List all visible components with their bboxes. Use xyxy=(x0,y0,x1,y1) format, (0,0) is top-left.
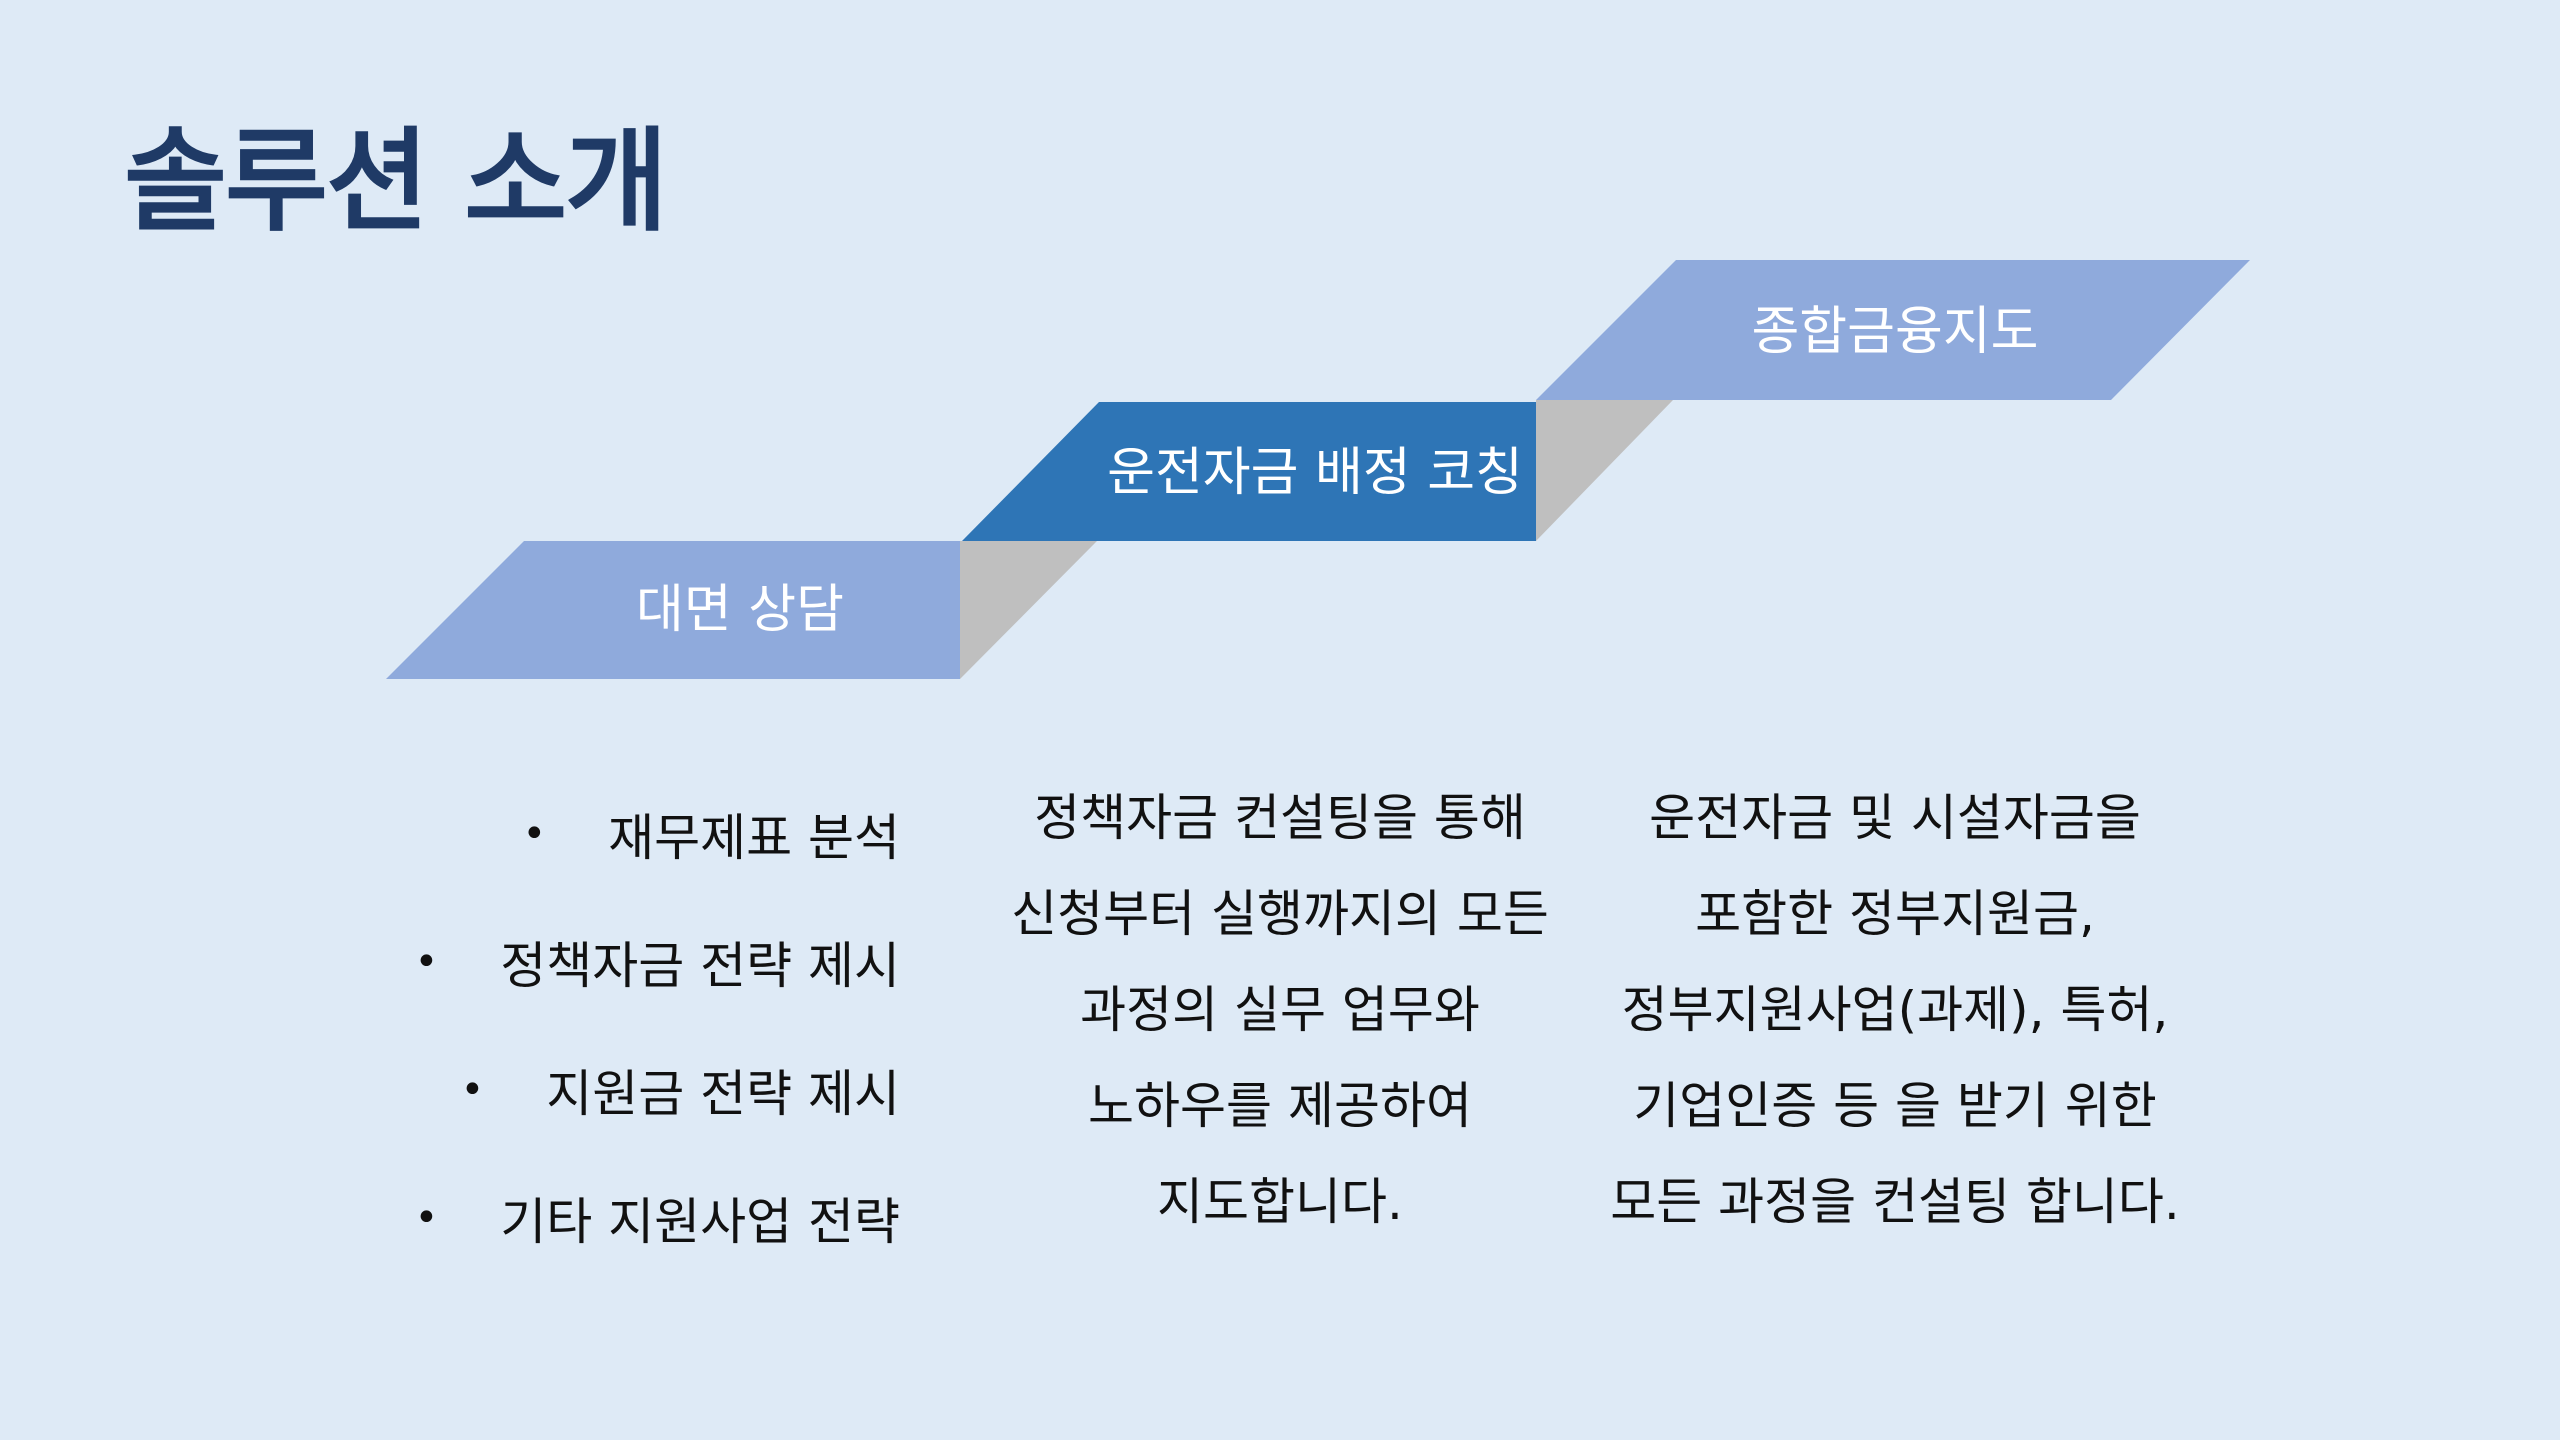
step-riser-2 xyxy=(1536,400,1673,541)
middle-description: 정책자금 컨설팅을 통해 신청부터 실행까지의 모든 과정의 실무 업무와 노하… xyxy=(980,770,1580,1250)
right-line: 기업인증 등 을 받기 위한 xyxy=(1633,1077,2157,1135)
middle-line: 과정의 실무 업무와 xyxy=(1080,981,1480,1039)
middle-line: 노하우를 제공하여 xyxy=(1088,1077,1472,1135)
bullet-list: • 재무제표 분석 • 정책자금 전략 제시 • 지원금 전략 제시 • 기타 … xyxy=(415,770,900,1282)
middle-line: 지도합니다. xyxy=(1157,1173,1403,1231)
step-riser-1 xyxy=(960,541,1097,679)
bullet-marker: • xyxy=(522,811,547,857)
bullet-marker: • xyxy=(414,1195,439,1241)
right-line: 정부지원사업(과제), 특허, xyxy=(1621,981,2169,1039)
bullet-marker: • xyxy=(460,1067,485,1113)
bullet-item: • 기타 지원사업 전략 xyxy=(415,1154,900,1282)
bullet-item: • 지원금 전략 제시 xyxy=(415,1026,900,1154)
bullet-text: 기타 지원사업 전략 xyxy=(500,1193,900,1251)
step-1-shape xyxy=(386,541,960,679)
page-title: 솔루션 소개 xyxy=(124,117,668,247)
step-2-label: 운전자금 배정 코칭 xyxy=(1107,443,1523,503)
step-1-label: 대면 상담 xyxy=(636,580,844,640)
step-3-shape xyxy=(1536,260,2250,400)
right-line: 모든 과정을 컨설팅 합니다. xyxy=(1610,1173,2180,1231)
right-line: 운전자금 및 시설자금을 xyxy=(1649,789,2141,847)
bullet-text: 지원금 전략 제시 xyxy=(546,1065,900,1123)
right-description: 운전자금 및 시설자금을 포함한 정부지원금, 정부지원사업(과제), 특허, … xyxy=(1580,770,2210,1250)
step-3-label: 종합금융지도 xyxy=(1751,302,2039,362)
bullet-item: • 정책자금 전략 제시 xyxy=(415,898,900,1026)
right-line: 포함한 정부지원금, xyxy=(1695,885,2095,943)
bullet-text: 정책자금 전략 제시 xyxy=(500,937,900,995)
bullet-item: • 재무제표 분석 xyxy=(415,770,901,898)
middle-line: 신청부터 실행까지의 모든 xyxy=(1011,885,1549,943)
bullet-marker: • xyxy=(414,939,439,985)
middle-line: 정책자금 컨설팅을 통해 xyxy=(1034,789,1526,847)
bullet-text: 재무제표 분석 xyxy=(608,809,900,867)
step-2-shape xyxy=(962,402,1536,541)
